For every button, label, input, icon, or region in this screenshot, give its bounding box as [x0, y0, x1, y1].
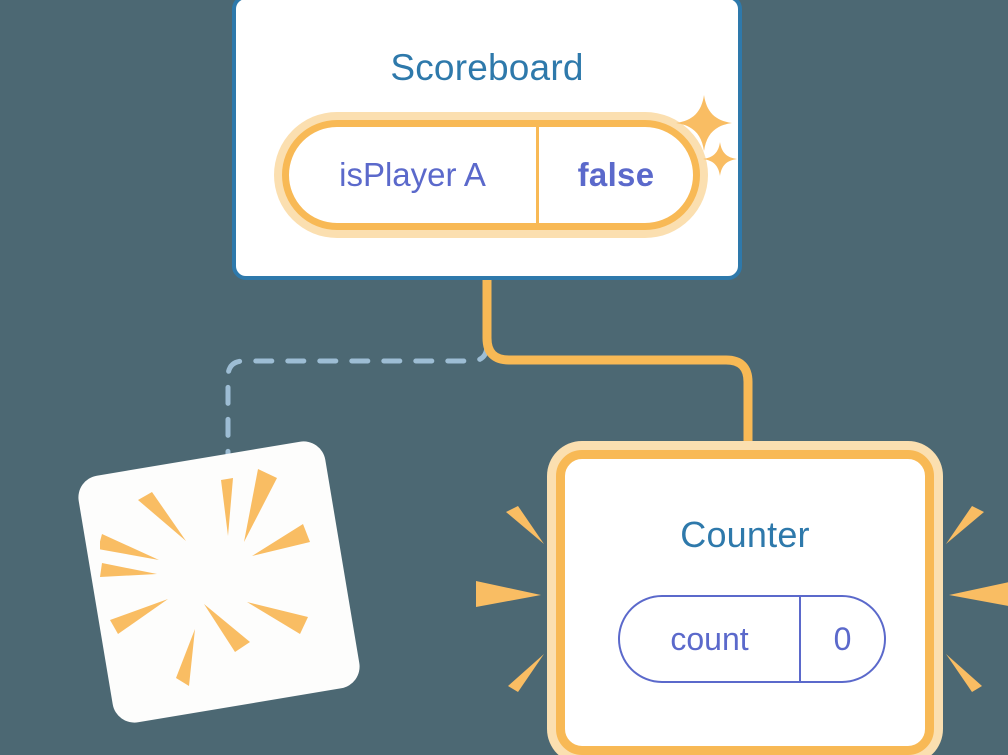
counter-state-pill[interactable]: count 0 [618, 595, 886, 683]
counter-card[interactable]: Counter count 0 [556, 450, 934, 755]
connector-scoreboard-to-counter [482, 275, 753, 467]
counter-state-key: count [620, 597, 801, 681]
scoreboard-state-value: false [577, 156, 655, 193]
sparkle-large-icon [676, 95, 732, 151]
blank-burst-card[interactable] [75, 438, 363, 726]
scoreboard-card[interactable]: Scoreboard isPlayer A false [232, 0, 742, 280]
scoreboard-title: Scoreboard [390, 47, 584, 88]
scoreboard-state-pill[interactable]: isPlayer A false [282, 120, 700, 230]
scoreboard-state-key: isPlayer A [289, 127, 539, 223]
connector-scoreboard-to-blank-card [225, 279, 490, 471]
sparkle-small-icon [703, 142, 737, 176]
counter-title: Counter [680, 514, 810, 555]
counter-state-value: 0 [833, 620, 852, 657]
